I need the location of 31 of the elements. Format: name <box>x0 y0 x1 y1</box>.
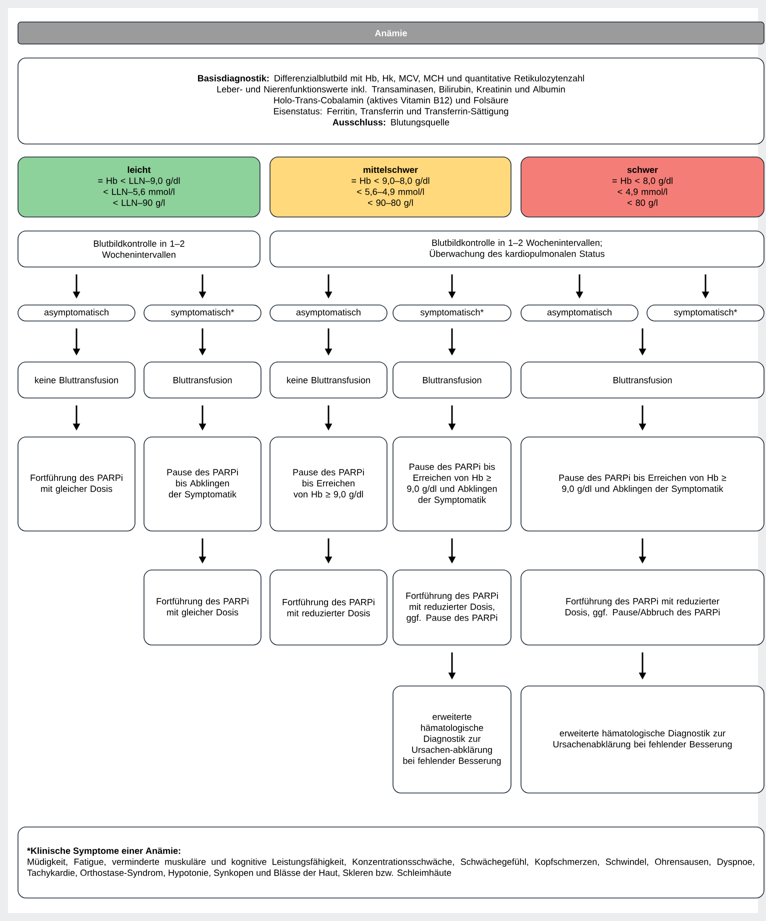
process-box: Bluttransfusion <box>392 362 512 398</box>
title-bar: Anämie <box>18 22 764 44</box>
condition-box: asymptomatisch <box>270 304 388 322</box>
process-box: Blutbildkontrolle in 1–2 Wochenintervallen <box>18 230 260 268</box>
process-box: erweiterte hämatologische Diagnostik zur Ursachen-abklärung bei fehlender Besserung <box>392 686 512 794</box>
process-box: Fortführung des PARPi mit gleicher Dosis <box>144 570 262 646</box>
process-box: Bluttransfusion <box>144 362 262 398</box>
condition-box: symptomatisch* <box>144 304 262 322</box>
condition-box: asymptomatisch <box>520 304 638 322</box>
condition-box: symptomatisch* <box>646 304 764 322</box>
severity-box: mittelschwer = Hb < 9,0–8,0 g/dl < 5,6–4,9 mmol/l < 90–80 g/l <box>270 156 512 218</box>
node-label: symptomatisch* <box>674 308 738 318</box>
process-box: keine Bluttransfusion <box>270 362 388 398</box>
process-box: Pause des PARPi bis Abklingen der Symptomatik <box>144 436 262 532</box>
process-box: Bluttransfusion <box>520 362 764 398</box>
severity-box: leicht = Hb < LLN–9,0 g/dl < LLN–5,6 mmol/l < LLN–90 g/l <box>18 156 260 218</box>
process-box: Pause des PARPi bis Erreichen von Hb ≥ 9,0 g/dl <box>270 436 388 532</box>
severity-box: schwer = Hb < 8,0 g/dl < 4,9 mmol/l < 80 g/l <box>520 156 764 218</box>
process-box: erweiterte hämatologische Diagnostik zur Ursachenabklärung bei fehlender Besserung <box>520 686 764 794</box>
info-box: Basisdiagnostik: Differenzialblutbild mit Hb, Hk, MCV, MCH und quantitative Retikulozytenzahl Leber- und Nierenfunktionswerte inkl. Transaminasen, Bilirubin, Kreatinin und Albumin Holo-Trans-Cobalamin (aktives Vitamin B12) und Folsäure Eisenstatus: Ferritin, Transferrin und Transferrin-Sättigung Ausschluss: Blutungsquelle <box>18 58 764 144</box>
process-box: keine Bluttransfusion <box>18 362 136 398</box>
process-box: Fortführung des PARPi mit reduzierter Dosis, ggf. Pause des PARPi <box>392 570 512 646</box>
condition-box: asymptomatisch <box>18 304 136 322</box>
footnote-box: *Klinische Symptome einer Anämie: Müdigkeit, Fatigue, verminderte muskuläre und kognitive Leistungsfähigkeit, Konzentrationsschwäche, Schwächegefühl, Kopfschmerzen, Schwindel, Ohrensausen, Dyspnoe, Tachykardie, Orthostase-Syndrom, Hypotonie, Synkopen und Blässe der Haut, Skleren bzw. Schleimhäute <box>18 826 764 898</box>
process-box: Fortführung des PARPi mit reduzierter Dosis <box>270 570 388 646</box>
process-box: Fortführung des PARPi mit reduzierter Dosis, ggf. Pause/Abbruch des PARPi <box>520 570 764 646</box>
process-box: Pause des PARPi bis Erreichen von Hb ≥ 9,0 g/dl und Abklingen der Symptomatik <box>392 436 512 532</box>
condition-box: symptomatisch* <box>392 304 512 322</box>
process-box: Fortführung des PARPi mit gleicher Dosis <box>18 436 136 532</box>
process-box: Pause des PARPi bis Erreichen von Hb ≥ 9,0 g/dl und Abklingen der Symptomatik <box>520 436 764 532</box>
process-box: Blutbildkontrolle in 1–2 Wochenintervallen; Überwachung des kardiopulmonalen Status <box>270 230 764 268</box>
